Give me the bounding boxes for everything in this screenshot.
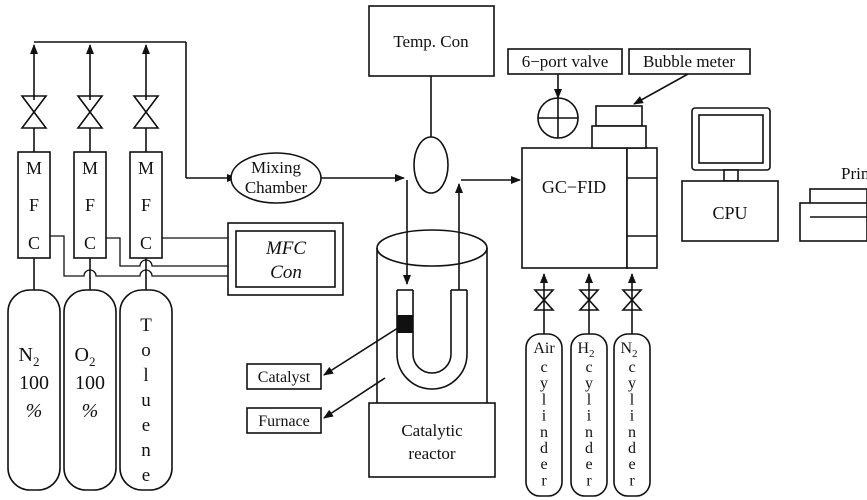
svg-text:C: C bbox=[28, 233, 40, 253]
cylinder-letter: r bbox=[629, 472, 635, 489]
svg-text:Catalyst: Catalyst bbox=[258, 369, 311, 386]
svg-text:100: 100 bbox=[19, 372, 49, 394]
svg-text:Con: Con bbox=[270, 262, 302, 283]
cylinder-letter: n bbox=[585, 424, 593, 441]
svg-text:O2: O2 bbox=[75, 344, 96, 369]
svg-text:Temp. Con: Temp. Con bbox=[393, 32, 469, 51]
cpu-unit: CPU bbox=[681, 180, 779, 242]
svg-text:Furnace: Furnace bbox=[258, 413, 310, 430]
toluene-letter: e bbox=[142, 415, 150, 436]
cylinder-letter: e bbox=[540, 456, 547, 473]
svg-text:Print: Print bbox=[841, 164, 867, 183]
valve-toluene bbox=[132, 95, 160, 129]
mfc-control-wiring bbox=[50, 235, 228, 277]
bubble-meter bbox=[591, 105, 647, 149]
cylinder-letter: l bbox=[630, 391, 635, 408]
toluene-letter: o bbox=[141, 340, 151, 361]
cylinder-letter: i bbox=[630, 408, 635, 425]
svg-text:F: F bbox=[141, 195, 151, 215]
catalyst-bed bbox=[397, 315, 413, 333]
toluene-letter: T bbox=[140, 315, 152, 336]
reactor-inlet-port bbox=[413, 136, 449, 194]
svg-text:100: 100 bbox=[75, 372, 105, 394]
furnace-label: Furnace bbox=[246, 407, 322, 434]
feed-manifold bbox=[30, 41, 237, 182]
gc-fid: GC−FID bbox=[521, 147, 658, 269]
mfc-o2: M F C bbox=[73, 151, 107, 259]
mixing-chamber: Mixing Chamber bbox=[230, 152, 322, 204]
toluene-letter: n bbox=[141, 440, 151, 461]
valve-n2 bbox=[20, 95, 48, 129]
cylinder-letter: e bbox=[585, 456, 592, 473]
monitor-icon bbox=[691, 107, 771, 182]
svg-text:Chamber: Chamber bbox=[245, 178, 308, 197]
cylinder-n2: N2 100 % bbox=[7, 289, 61, 491]
mfc-controller: MFC Con bbox=[227, 222, 344, 296]
bubble-meter-label: Bubble meter bbox=[628, 48, 751, 75]
svg-text:M: M bbox=[82, 158, 98, 178]
cylinder-letter: c bbox=[585, 359, 592, 376]
svg-text:Air: Air bbox=[533, 340, 555, 357]
svg-text:%: % bbox=[26, 400, 43, 422]
toluene-letter: u bbox=[141, 390, 151, 411]
valve-o2 bbox=[76, 95, 104, 129]
svg-text:CPU: CPU bbox=[712, 203, 747, 223]
six-port-valve-label: 6−port valve bbox=[507, 48, 623, 75]
catalyst-label: Catalyst bbox=[246, 363, 322, 390]
mfc-toluene: M F C bbox=[129, 151, 163, 259]
cylinder-letter: i bbox=[587, 408, 592, 425]
catalytic-reactor-label: Catalytic reactor bbox=[368, 402, 496, 478]
printer-icon: Print bbox=[799, 164, 867, 242]
svg-text:M: M bbox=[138, 158, 154, 178]
u-tube-reactor bbox=[396, 289, 468, 390]
cylinder-o2: O2 100 % bbox=[63, 289, 117, 491]
svg-text:N2: N2 bbox=[620, 340, 637, 360]
carrier-gas-lines bbox=[533, 273, 643, 334]
svg-text:GC−FID: GC−FID bbox=[542, 177, 606, 197]
cylinder-letter: l bbox=[542, 391, 547, 408]
cylinder-letter: n bbox=[540, 424, 548, 441]
cylinder-letter: y bbox=[628, 375, 636, 392]
cylinder-letter: i bbox=[542, 408, 547, 425]
six-port-valve bbox=[537, 97, 579, 139]
cylinder-letter: d bbox=[585, 440, 593, 457]
cylinder-letter: r bbox=[586, 472, 592, 489]
cylinder-letter: d bbox=[540, 440, 548, 457]
svg-text:Bubble meter: Bubble meter bbox=[643, 52, 735, 71]
svg-text:H2: H2 bbox=[577, 340, 594, 360]
svg-text:%: % bbox=[82, 400, 99, 422]
cylinder-letter: y bbox=[540, 375, 548, 392]
svg-text:Mixing: Mixing bbox=[251, 158, 302, 177]
svg-text:C: C bbox=[140, 233, 152, 253]
toluene-letter: e bbox=[142, 465, 150, 486]
cylinder-letter: r bbox=[541, 472, 547, 489]
svg-text:M: M bbox=[26, 158, 42, 178]
svg-text:C: C bbox=[84, 233, 96, 253]
cylinder-letter: c bbox=[628, 359, 635, 376]
temp-controller: Temp. Con bbox=[368, 5, 495, 77]
svg-text:reactor: reactor bbox=[408, 444, 456, 463]
cylinder-letter: l bbox=[587, 391, 592, 408]
cylinder-letter: y bbox=[585, 375, 593, 392]
svg-text:Catalytic: Catalytic bbox=[401, 421, 463, 440]
svg-text:F: F bbox=[85, 195, 95, 215]
svg-text:MFC: MFC bbox=[265, 238, 306, 259]
svg-text:N2: N2 bbox=[19, 344, 40, 369]
svg-text:6−port valve: 6−port valve bbox=[522, 52, 609, 71]
svg-text:F: F bbox=[29, 195, 39, 215]
mfc-n2: M F C bbox=[17, 151, 51, 259]
toluene-letter: l bbox=[143, 365, 148, 386]
cylinder-letter: e bbox=[628, 456, 635, 473]
cylinder-letter: n bbox=[628, 424, 636, 441]
cylinder-letter: d bbox=[628, 440, 636, 457]
cylinder-letter: c bbox=[540, 359, 547, 376]
